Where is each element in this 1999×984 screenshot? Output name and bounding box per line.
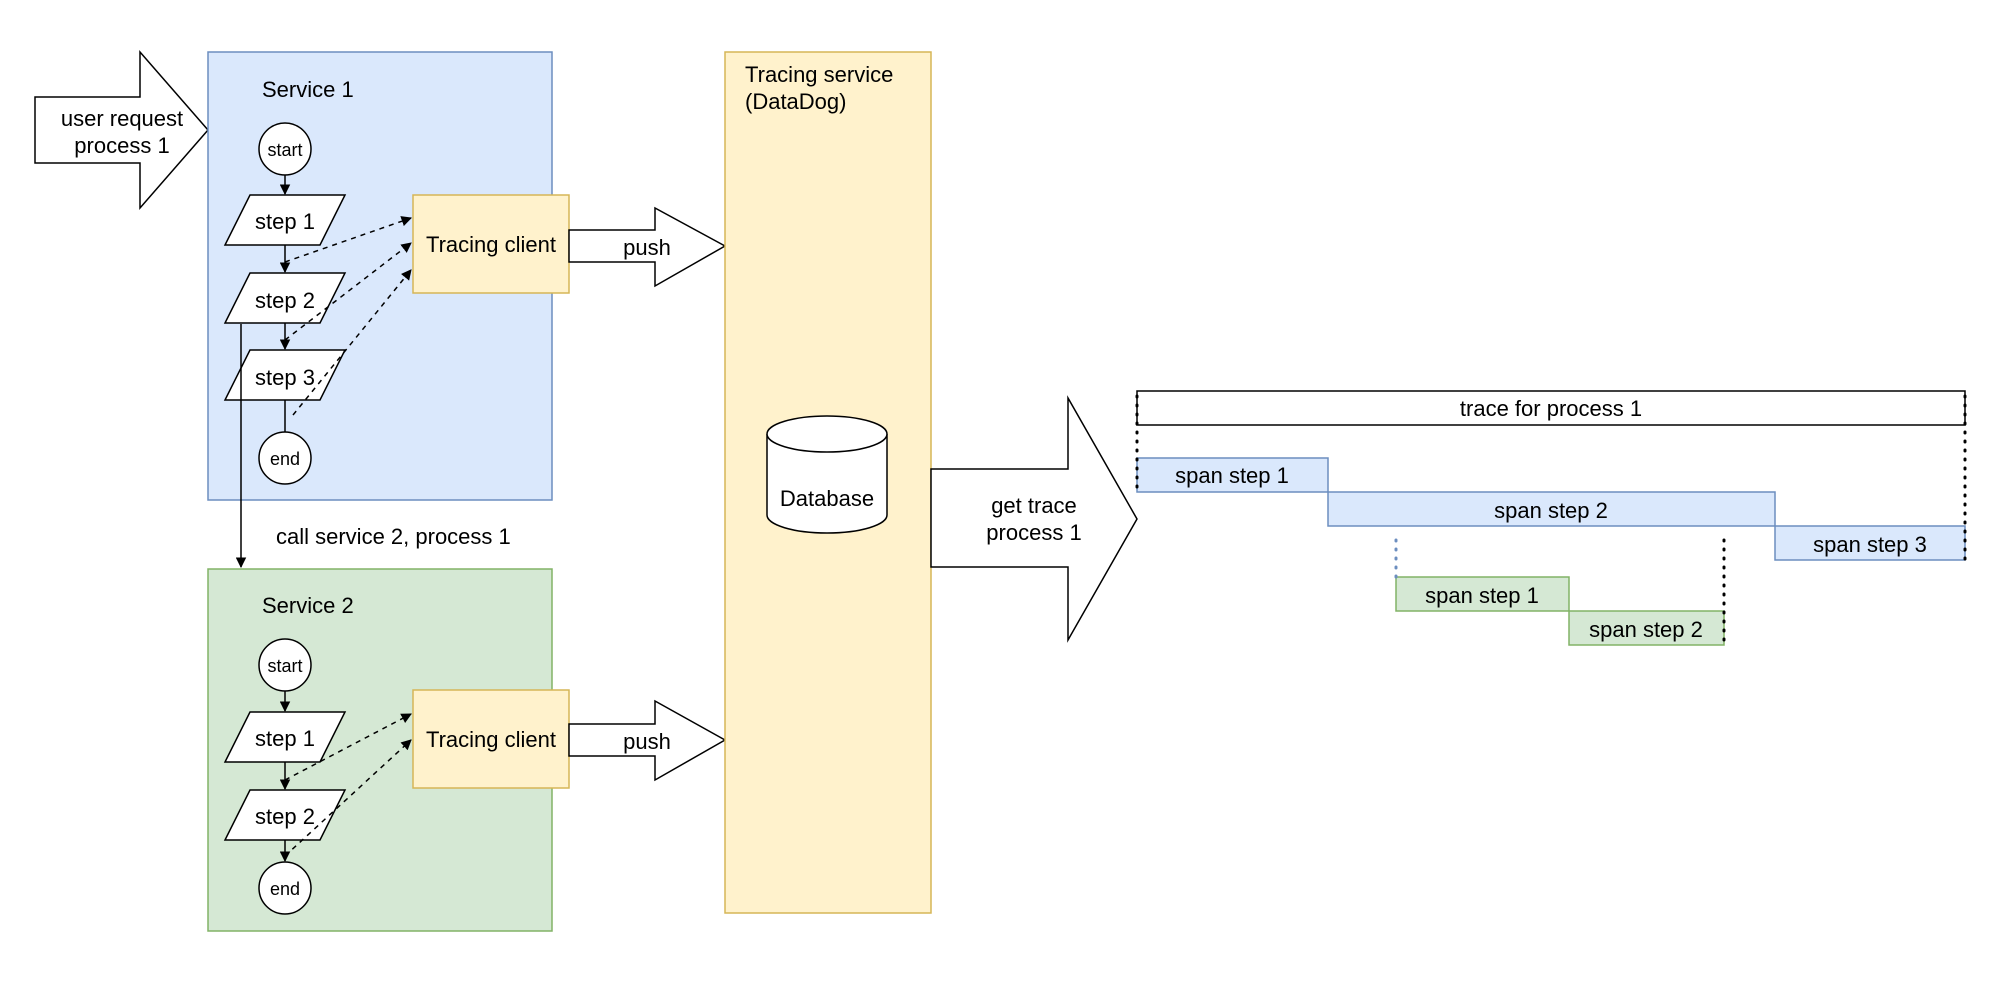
service-1-span-3-label: span step 3 [1813, 532, 1927, 557]
trace-guide-lines [1135, 394, 1967, 642]
database-cylinder-icon: Database [766, 415, 888, 534]
trace-bar: trace for process 1 [1136, 390, 1966, 426]
service-2-span-1-label: span step 1 [1425, 583, 1539, 608]
service-1-span-2-label: span step 2 [1494, 498, 1608, 523]
service-1-end-node: end [258, 431, 312, 485]
service-1-trace-arrows [284, 216, 412, 416]
service-1-start-label: start [267, 140, 302, 160]
service-1-step-3: step 3 [223, 349, 347, 401]
trace-timeline: trace for process 1 span step 1 span ste… [1135, 390, 1967, 646]
user-request-arrow: user request process 1 [34, 49, 209, 211]
service-2-tracing-client: Tracing client [412, 689, 570, 789]
tracing-service-title-line1: Tracing service [745, 62, 893, 87]
service-1-span-1-label: span step 1 [1175, 463, 1289, 488]
service-2-span-1: span step 1 [1395, 576, 1570, 612]
service-1-step-2: step 2 [223, 272, 347, 324]
service-2-end-node: end [258, 861, 312, 915]
service-2-step-2-label: step 2 [255, 804, 315, 829]
service-1-step-3-label: step 3 [255, 365, 315, 390]
service-2-trace-arrows [284, 713, 412, 857]
service-2-push-label: push [623, 729, 671, 754]
service-1-span-1: span step 1 [1136, 457, 1329, 493]
service-1-start-node: start [258, 122, 312, 176]
service-1-push-arrow: push [568, 206, 727, 288]
service-1-tracing-client: Tracing client [412, 194, 570, 294]
service-2-container: Service 2 start step 1 step 2 end Tracin… [207, 568, 570, 932]
service-1-span-3: span step 3 [1774, 525, 1966, 561]
service-2-span-2-label: span step 2 [1589, 617, 1703, 642]
service-2-span-2: span step 2 [1568, 610, 1725, 646]
tracing-service-title-line2: (DataDog) [745, 89, 846, 114]
call-service-2-label: call service 2, process 1 [276, 524, 511, 549]
service-1-step-2-label: step 2 [255, 288, 315, 313]
service-2-start-label: start [267, 656, 302, 676]
user-request-label-line1: user request [61, 106, 183, 131]
get-trace-label-line1: get trace [991, 493, 1077, 518]
service-1-step-1-label: step 1 [255, 209, 315, 234]
get-trace-label-line2: process 1 [986, 520, 1081, 545]
call-service-2-connector: call service 2, process 1 [235, 324, 511, 569]
service-2-step-1-label: step 1 [255, 726, 315, 751]
service-1-push-label: push [623, 235, 671, 260]
service-2-step-1: step 1 [223, 711, 347, 763]
tracing-service-container: Tracing service (DataDog) Database [724, 51, 932, 914]
get-trace-arrow: get trace process 1 [930, 395, 1138, 643]
user-request-label-line2: process 1 [74, 133, 169, 158]
service-2-start-node: start [258, 638, 312, 692]
trace-title: trace for process 1 [1460, 396, 1642, 421]
service-1-tracing-client-label: Tracing client [426, 232, 556, 257]
service-1-span-2: span step 2 [1327, 491, 1776, 527]
service-2-tracing-client-label: Tracing client [426, 727, 556, 752]
service-2-push-arrow: push [568, 699, 727, 782]
service-1-step-1: step 1 [223, 194, 347, 246]
service-2-end-label: end [270, 879, 300, 899]
database-label: Database [780, 486, 874, 511]
service-1-container: Service 1 start step 1 step 2 step 3 end [207, 51, 570, 501]
service-1-title: Service 1 [262, 77, 354, 102]
service-2-title: Service 2 [262, 593, 354, 618]
service-1-end-label: end [270, 449, 300, 469]
